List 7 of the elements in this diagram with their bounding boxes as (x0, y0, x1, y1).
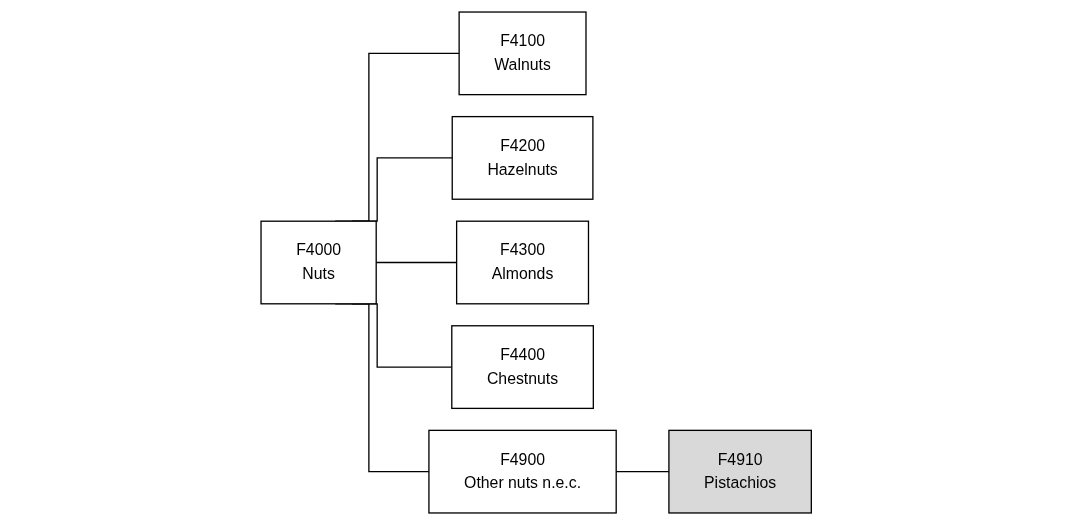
node-box: F4910 Pistachios (668, 429, 812, 514)
node-box: F4000 Nuts (260, 220, 377, 305)
node-box: F4900 Other nuts n.e.c. (428, 429, 617, 514)
node-box: F4300 Almonds (455, 220, 589, 305)
node-box: F4400 Chestnuts (450, 325, 594, 410)
node-box: F4100 Walnuts (458, 11, 587, 96)
node-box: F4200 Hazelnuts (451, 115, 594, 200)
